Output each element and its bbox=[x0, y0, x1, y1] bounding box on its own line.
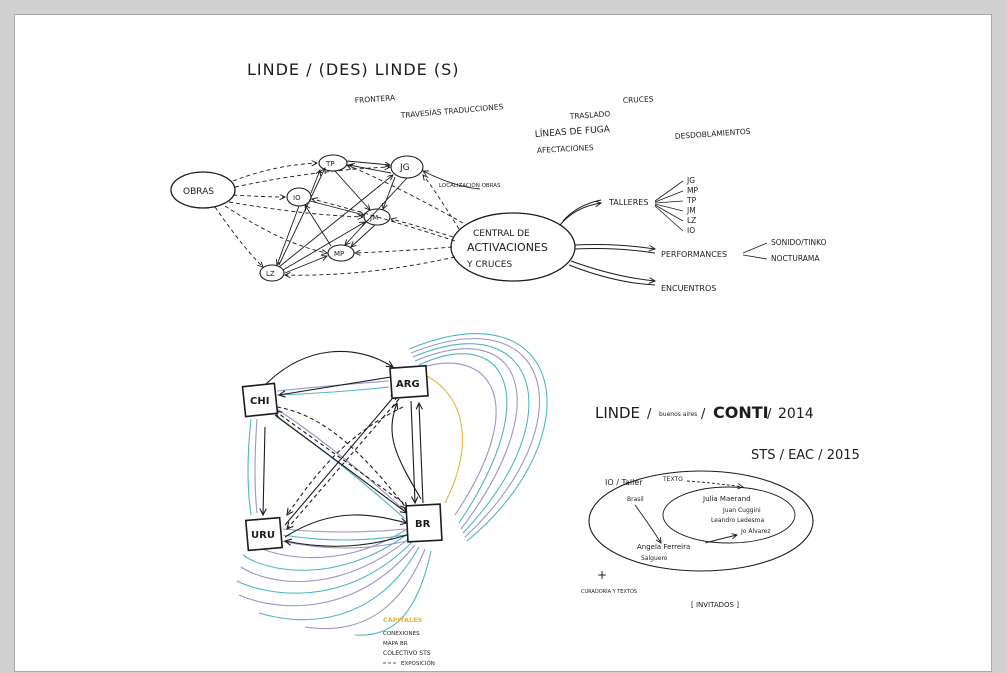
localizacion-arrow bbox=[423, 171, 481, 190]
footnote-mark: + bbox=[597, 568, 607, 582]
cluster-name-1: Julia Maerand bbox=[702, 495, 751, 503]
node-mp-label: MP bbox=[334, 250, 344, 258]
cluster-name-3: Leandro Ledesma bbox=[711, 517, 765, 524]
legend-item-4: EXPOSICIÓN bbox=[401, 660, 435, 667]
obras-links bbox=[214, 163, 390, 267]
title-year: 2014 bbox=[778, 406, 814, 422]
keyword-cloud: FRONTERA TRAVESÍAS TRADUCCIONES TRASLADO… bbox=[355, 93, 752, 155]
node-uru bbox=[244, 516, 284, 552]
localizacion-label: LOCALIZACIÓN OBRAS bbox=[439, 182, 501, 189]
keyword-desdoblamientos: DESDOBLAMIENTOS bbox=[675, 127, 752, 141]
cluster-labels: IO / Taller TEXTO Brasil Julia Maerand J… bbox=[605, 476, 771, 562]
performance-sonido: SONIDO/TINKO bbox=[771, 238, 827, 247]
legend-item-1: CONEXIONES bbox=[383, 631, 420, 637]
legend: CAPITALES CONEXIONES MAPA BR COLECTIVO S… bbox=[383, 616, 435, 667]
performance-nocturama: NOCTURAMA bbox=[771, 254, 820, 263]
taller-lz: LZ bbox=[687, 216, 696, 225]
node-jm-label: JM bbox=[369, 214, 378, 222]
title-slash-2: / bbox=[701, 407, 706, 422]
keyword-frontera: FRONTERA bbox=[355, 93, 397, 105]
invited-label: [ INVITADOS ] bbox=[691, 601, 739, 609]
encuentros-label: ENCUENTROS bbox=[661, 284, 716, 293]
legend-title: CAPITALES bbox=[383, 616, 423, 624]
node-chi bbox=[241, 382, 279, 418]
cluster-name-6: Salguero bbox=[641, 555, 668, 562]
central-label: CENTRAL DE ACTIVACIONES Y CRUCES bbox=[466, 229, 548, 270]
node-links bbox=[277, 160, 408, 274]
taller-tp: TP bbox=[686, 196, 697, 205]
footnote: CURADORÍA Y TEXTOS bbox=[581, 588, 637, 595]
node-arg bbox=[389, 364, 429, 400]
artist-node-labels: TP JG IO JM MP LZ bbox=[266, 160, 410, 278]
output-links bbox=[559, 199, 655, 286]
central-links bbox=[285, 165, 464, 275]
cluster-arrows bbox=[634, 480, 743, 543]
central-line-1: CENTRAL DE bbox=[473, 229, 530, 239]
node-chi-label: CHI bbox=[250, 396, 269, 407]
cluster-name-2: Juan Cuggini bbox=[722, 507, 761, 514]
talleres-list: JG MP TP JM LZ IO bbox=[686, 176, 698, 235]
country-node-labels: CHI ARG URU BR bbox=[250, 379, 431, 541]
keyword-afectaciones: AFECTACIONES bbox=[537, 143, 595, 155]
hand-drawn-diagram: LINDE / (DES) LINDE (S) FRONTERA TRAVESÍ… bbox=[170, 60, 860, 667]
node-uru-label: URU bbox=[251, 530, 275, 541]
performances-label: PERFORMANCES bbox=[661, 250, 727, 259]
keyword-cruces: CRUCES bbox=[623, 94, 654, 105]
cluster-name-5: Angela Ferreira bbox=[637, 543, 690, 551]
central-line-3: Y CRUCES bbox=[466, 260, 512, 270]
talleres-branches bbox=[654, 180, 684, 232]
subtitle: STS / EAC / 2015 bbox=[751, 448, 860, 463]
node-br bbox=[405, 503, 443, 543]
node-jg-label: JG bbox=[399, 163, 410, 173]
legend-item-3: COLECTIVO STS bbox=[383, 650, 431, 657]
network-black-links bbox=[263, 350, 424, 547]
title-city: buenos aires bbox=[659, 411, 697, 418]
node-arg-label: ARG bbox=[396, 379, 420, 390]
keyword-travesias: TRAVESÍAS TRADUCCIONES bbox=[399, 102, 503, 120]
obras-label: OBRAS bbox=[183, 187, 214, 197]
taller-io: IO bbox=[687, 226, 695, 235]
cluster-name-4: Jo Alvarez bbox=[740, 528, 771, 535]
cluster-outer bbox=[588, 470, 814, 572]
node-br-label: BR bbox=[415, 519, 431, 530]
cluster-left-sub: TEXTO bbox=[662, 476, 683, 483]
taller-jm: JM bbox=[686, 206, 696, 215]
cluster-left-sub2: Brasil bbox=[627, 496, 644, 503]
taller-jg: JG bbox=[686, 176, 695, 185]
node-io-label: IO bbox=[293, 194, 301, 202]
performances-branches bbox=[742, 242, 768, 260]
keyword-lineas: LÍNEAS DE FUGA bbox=[534, 123, 611, 140]
talleres-label: TALLERES bbox=[608, 198, 648, 207]
title-slash-3: / bbox=[767, 407, 772, 422]
obras-node bbox=[170, 171, 236, 209]
title-linde: LINDE bbox=[595, 404, 640, 422]
main-title: LINDE / (DES) LINDE (S) bbox=[247, 60, 460, 79]
title-conti: CONTI bbox=[713, 403, 769, 422]
node-tp-label: TP bbox=[325, 160, 335, 168]
central-line-2: ACTIVACIONES bbox=[467, 241, 548, 254]
country-nodes bbox=[241, 364, 443, 552]
cluster-inner bbox=[662, 486, 796, 544]
keyword-traslado: TRASLADO bbox=[569, 109, 611, 121]
node-lz-label: LZ bbox=[266, 270, 275, 278]
paper-sheet: LINDE / (DES) LINDE (S) FRONTERA TRAVESÍ… bbox=[14, 14, 992, 672]
cluster-left: IO / Taller bbox=[605, 478, 643, 487]
taller-mp: MP bbox=[687, 186, 698, 195]
legend-item-2: MAPA BR bbox=[383, 641, 408, 647]
title-slash-1: / bbox=[647, 407, 652, 422]
conti-title: LINDE / buenos aires / CONTI / 2014 bbox=[595, 403, 814, 422]
